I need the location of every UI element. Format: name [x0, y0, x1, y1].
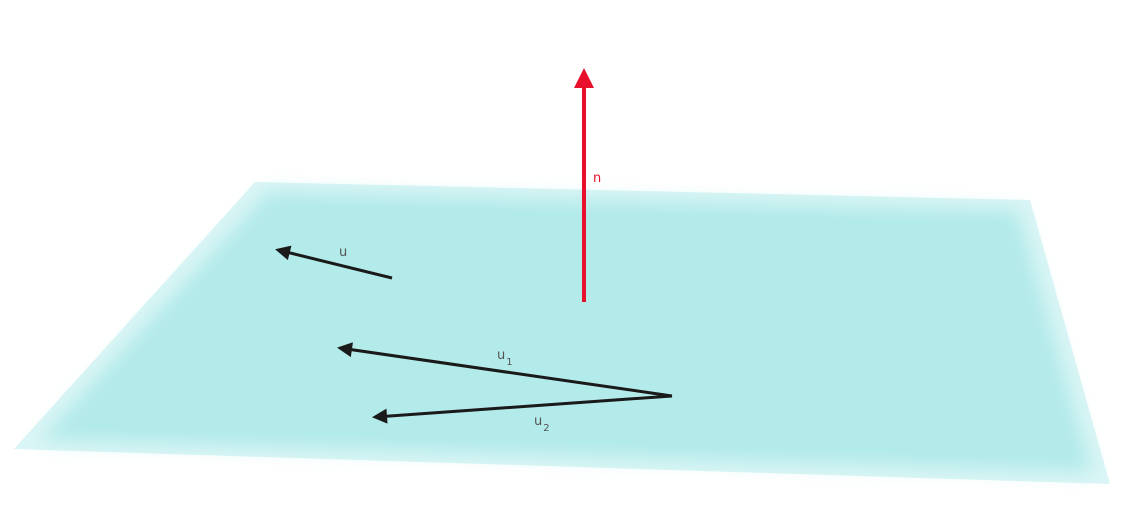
label-u1-sub: 1 — [506, 357, 512, 368]
plane-core — [80, 205, 1070, 458]
label-u1-base: u — [497, 348, 505, 363]
label-u2-sub: 2 — [543, 423, 549, 434]
label-u: u — [339, 245, 347, 260]
label-u1: u1 — [497, 348, 513, 368]
vector-u1 — [337, 342, 673, 398]
label-u2: u2 — [534, 414, 550, 434]
label-u2-base: u — [534, 414, 542, 429]
vector-u2 — [372, 394, 673, 424]
label-n: n — [593, 171, 601, 186]
vector-u — [275, 245, 393, 280]
